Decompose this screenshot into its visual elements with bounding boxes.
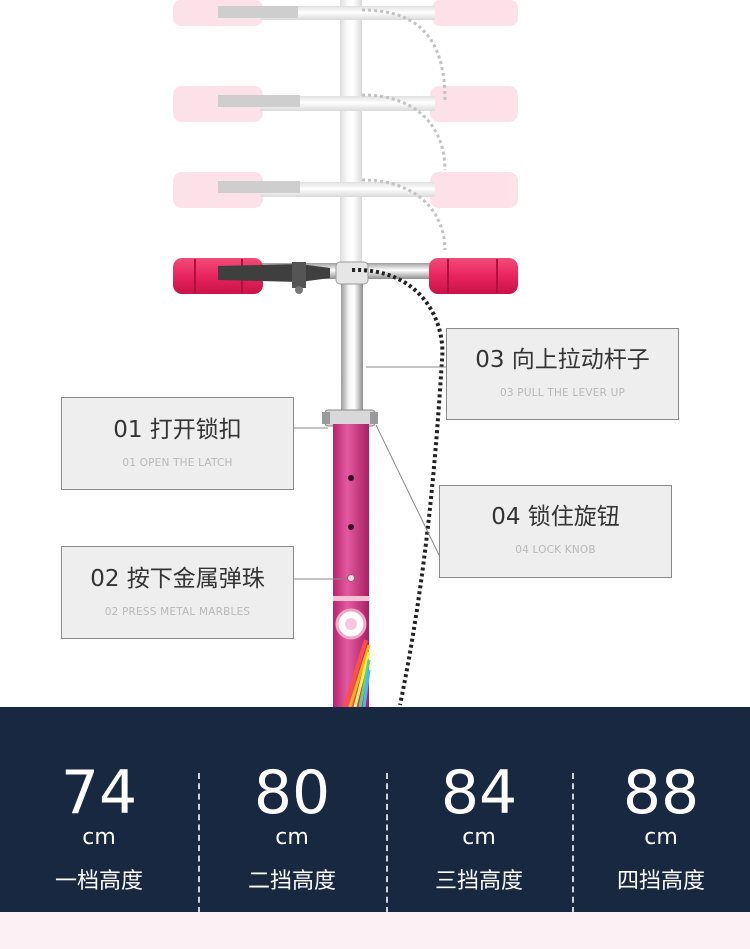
- brake-lever: [218, 264, 330, 282]
- chrome-stem: [341, 270, 363, 415]
- callout-subtitle: 02 PRESS METAL MARBLES: [104, 606, 251, 618]
- scooter-handlebar-drawing: [173, 0, 518, 707]
- brake-cable: [351, 267, 445, 706]
- column-divider: [572, 773, 574, 913]
- ghost-positions: [173, 0, 518, 270]
- height-unit: cm: [82, 825, 116, 850]
- scooter-illustration: 01 打开锁扣 01 OPEN THE LATCH 02 按下金属弹珠 02 P…: [61, 0, 679, 707]
- height-value: 80: [253, 758, 331, 828]
- height-label: 四挡高度: [616, 869, 705, 894]
- bottom-band: [0, 912, 750, 949]
- rainbow-decal: [343, 639, 371, 707]
- height-level-4: 88 cm 四挡高度: [572, 707, 750, 912]
- callout-subtitle: 01 OPEN THE LATCH: [122, 457, 233, 469]
- height-unit: cm: [462, 825, 496, 850]
- ghost-bar-3: [173, 172, 518, 208]
- callout-open-latch: 01 打开锁扣 01 OPEN THE LATCH: [61, 397, 294, 490]
- height-levels-panel: 74 cm 一档高度 80 cm 二挡高度 84 cm 三挡高度 88 cm 四…: [0, 707, 750, 913]
- column-divider: [386, 773, 388, 913]
- height-label: 三挡高度: [434, 869, 523, 894]
- height-unit: cm: [644, 825, 678, 850]
- height-level-3: 84 cm 三挡高度: [386, 707, 572, 912]
- callout-title: 01 打开锁扣: [113, 417, 242, 443]
- callout-pull-lever: 03 向上拉动杆子 03 PULL THE LEVER UP: [446, 328, 679, 420]
- height-value: 88: [622, 758, 700, 828]
- column-divider: [198, 773, 200, 913]
- height-label: 一档高度: [54, 869, 143, 894]
- callout-title: 04 锁住旋钮: [491, 504, 620, 530]
- height-value: 74: [60, 758, 138, 828]
- callout-title: 02 按下金属弹珠: [90, 566, 265, 592]
- callout-lock-knob: 04 锁住旋钮 04 LOCK KNOB: [439, 485, 672, 578]
- stem-clamp: [324, 409, 376, 427]
- callout-subtitle: 03 PULL THE LEVER UP: [500, 387, 625, 399]
- metal-marble: [347, 574, 355, 582]
- leader-lines: [294, 366, 446, 580]
- ghost-bar-2: [173, 86, 518, 122]
- height-label: 二挡高度: [247, 869, 336, 894]
- callout-subtitle: 04 LOCK KNOB: [515, 544, 596, 556]
- height-value: 84: [440, 758, 518, 828]
- height-unit: cm: [275, 825, 309, 850]
- height-level-2: 80 cm 二挡高度: [198, 707, 386, 912]
- height-level-1: 74 cm 一档高度: [0, 707, 198, 912]
- ghost-bar-1: [173, 0, 518, 26]
- callout-press-marbles: 02 按下金属弹珠 02 PRESS METAL MARBLES: [61, 546, 294, 639]
- callout-title: 03 向上拉动杆子: [475, 347, 650, 373]
- right-grip: [429, 258, 518, 294]
